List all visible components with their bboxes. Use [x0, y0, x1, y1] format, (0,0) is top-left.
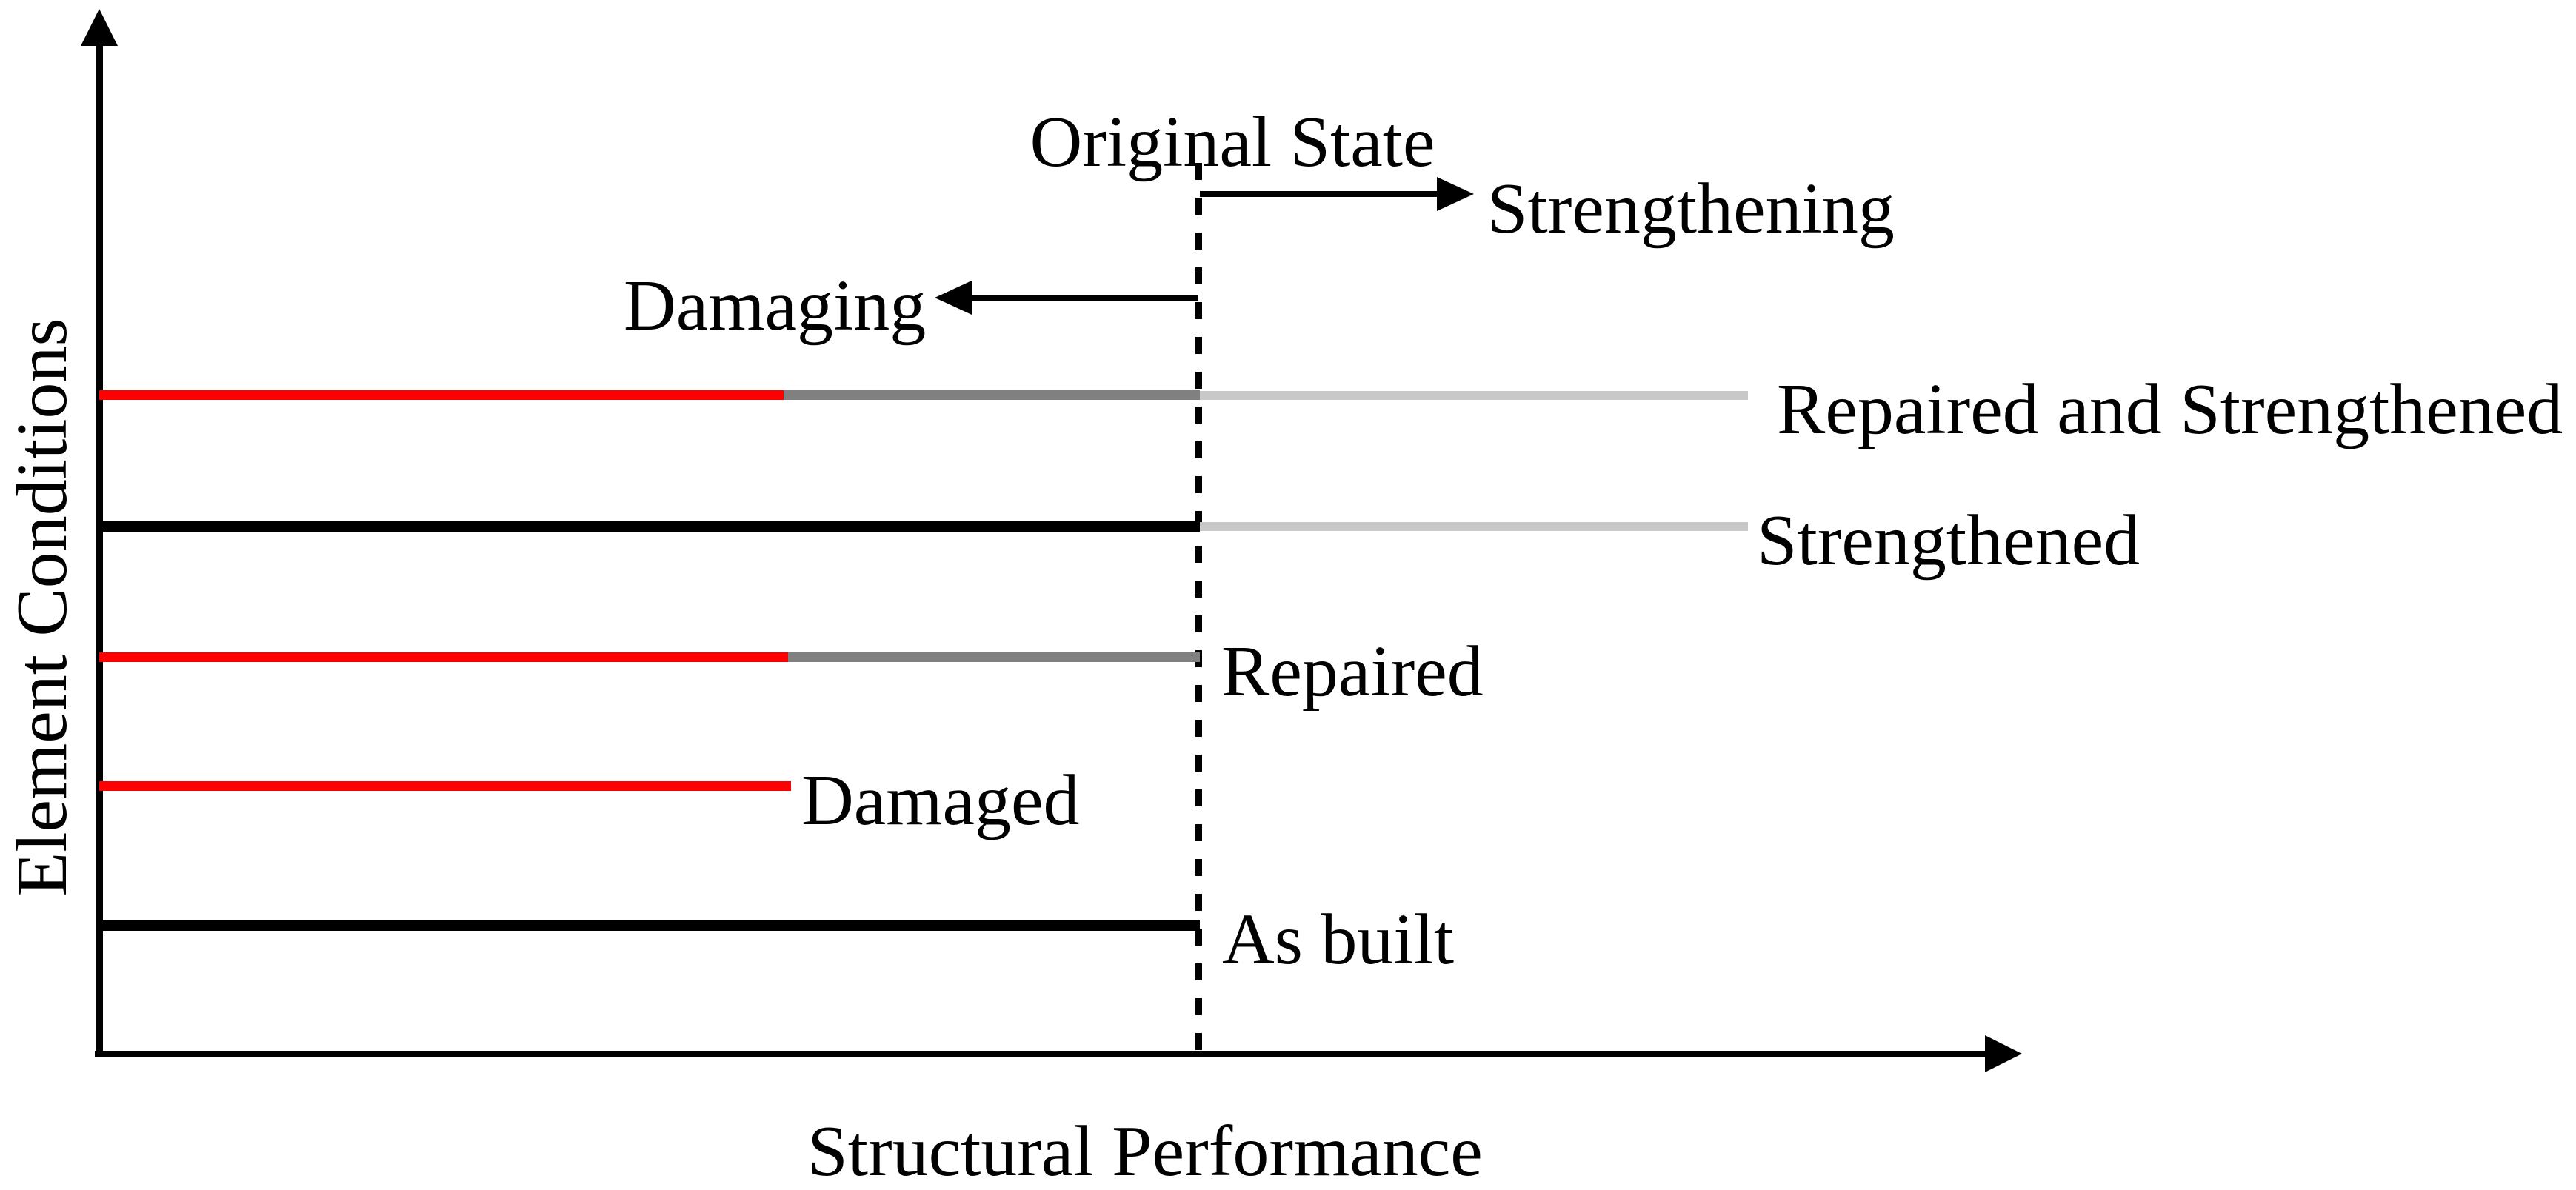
x-axis-line	[95, 1051, 1985, 1057]
y-axis-arrowhead-icon	[81, 9, 118, 46]
y-axis-line	[96, 41, 103, 1057]
condition-line-segment-dark_gray	[784, 390, 1200, 400]
condition-line-segment-light_gray	[1200, 522, 1748, 531]
original-state-label: Original State	[1030, 102, 1435, 182]
condition-line-segment-black	[99, 521, 1200, 532]
condition-line-segment-red	[99, 390, 784, 400]
strengthening-label: Strengthening	[1487, 169, 1895, 249]
strengthening-arrow-shaft	[1200, 191, 1438, 197]
x-axis-label: Structural Performance	[807, 1112, 1483, 1190]
condition-line-segment-red	[99, 781, 791, 791]
condition-line-segment-light_gray	[1200, 391, 1748, 400]
condition-label: Repaired and Strengthened	[1777, 370, 2563, 449]
condition-line-segment-red	[99, 652, 788, 662]
damaging-arrow-shaft	[972, 295, 1198, 301]
condition-label: Repaired	[1221, 632, 1484, 712]
strengthening-arrowhead-icon	[1437, 177, 1474, 211]
condition-line-segment-black	[99, 920, 1200, 931]
damaging-label: Damaging	[624, 266, 927, 346]
condition-label: As built	[1222, 900, 1455, 980]
y-axis-label: Element Conditions	[2, 318, 82, 897]
original-state-dashed-line	[1195, 163, 1202, 1053]
condition-label: Strengthened	[1757, 501, 2140, 581]
condition-label: Damaged	[801, 761, 1080, 840]
condition-line-segment-dark_gray	[788, 652, 1200, 662]
damaging-arrowhead-icon	[935, 281, 972, 315]
x-axis-arrowhead-icon	[1985, 1035, 2022, 1072]
